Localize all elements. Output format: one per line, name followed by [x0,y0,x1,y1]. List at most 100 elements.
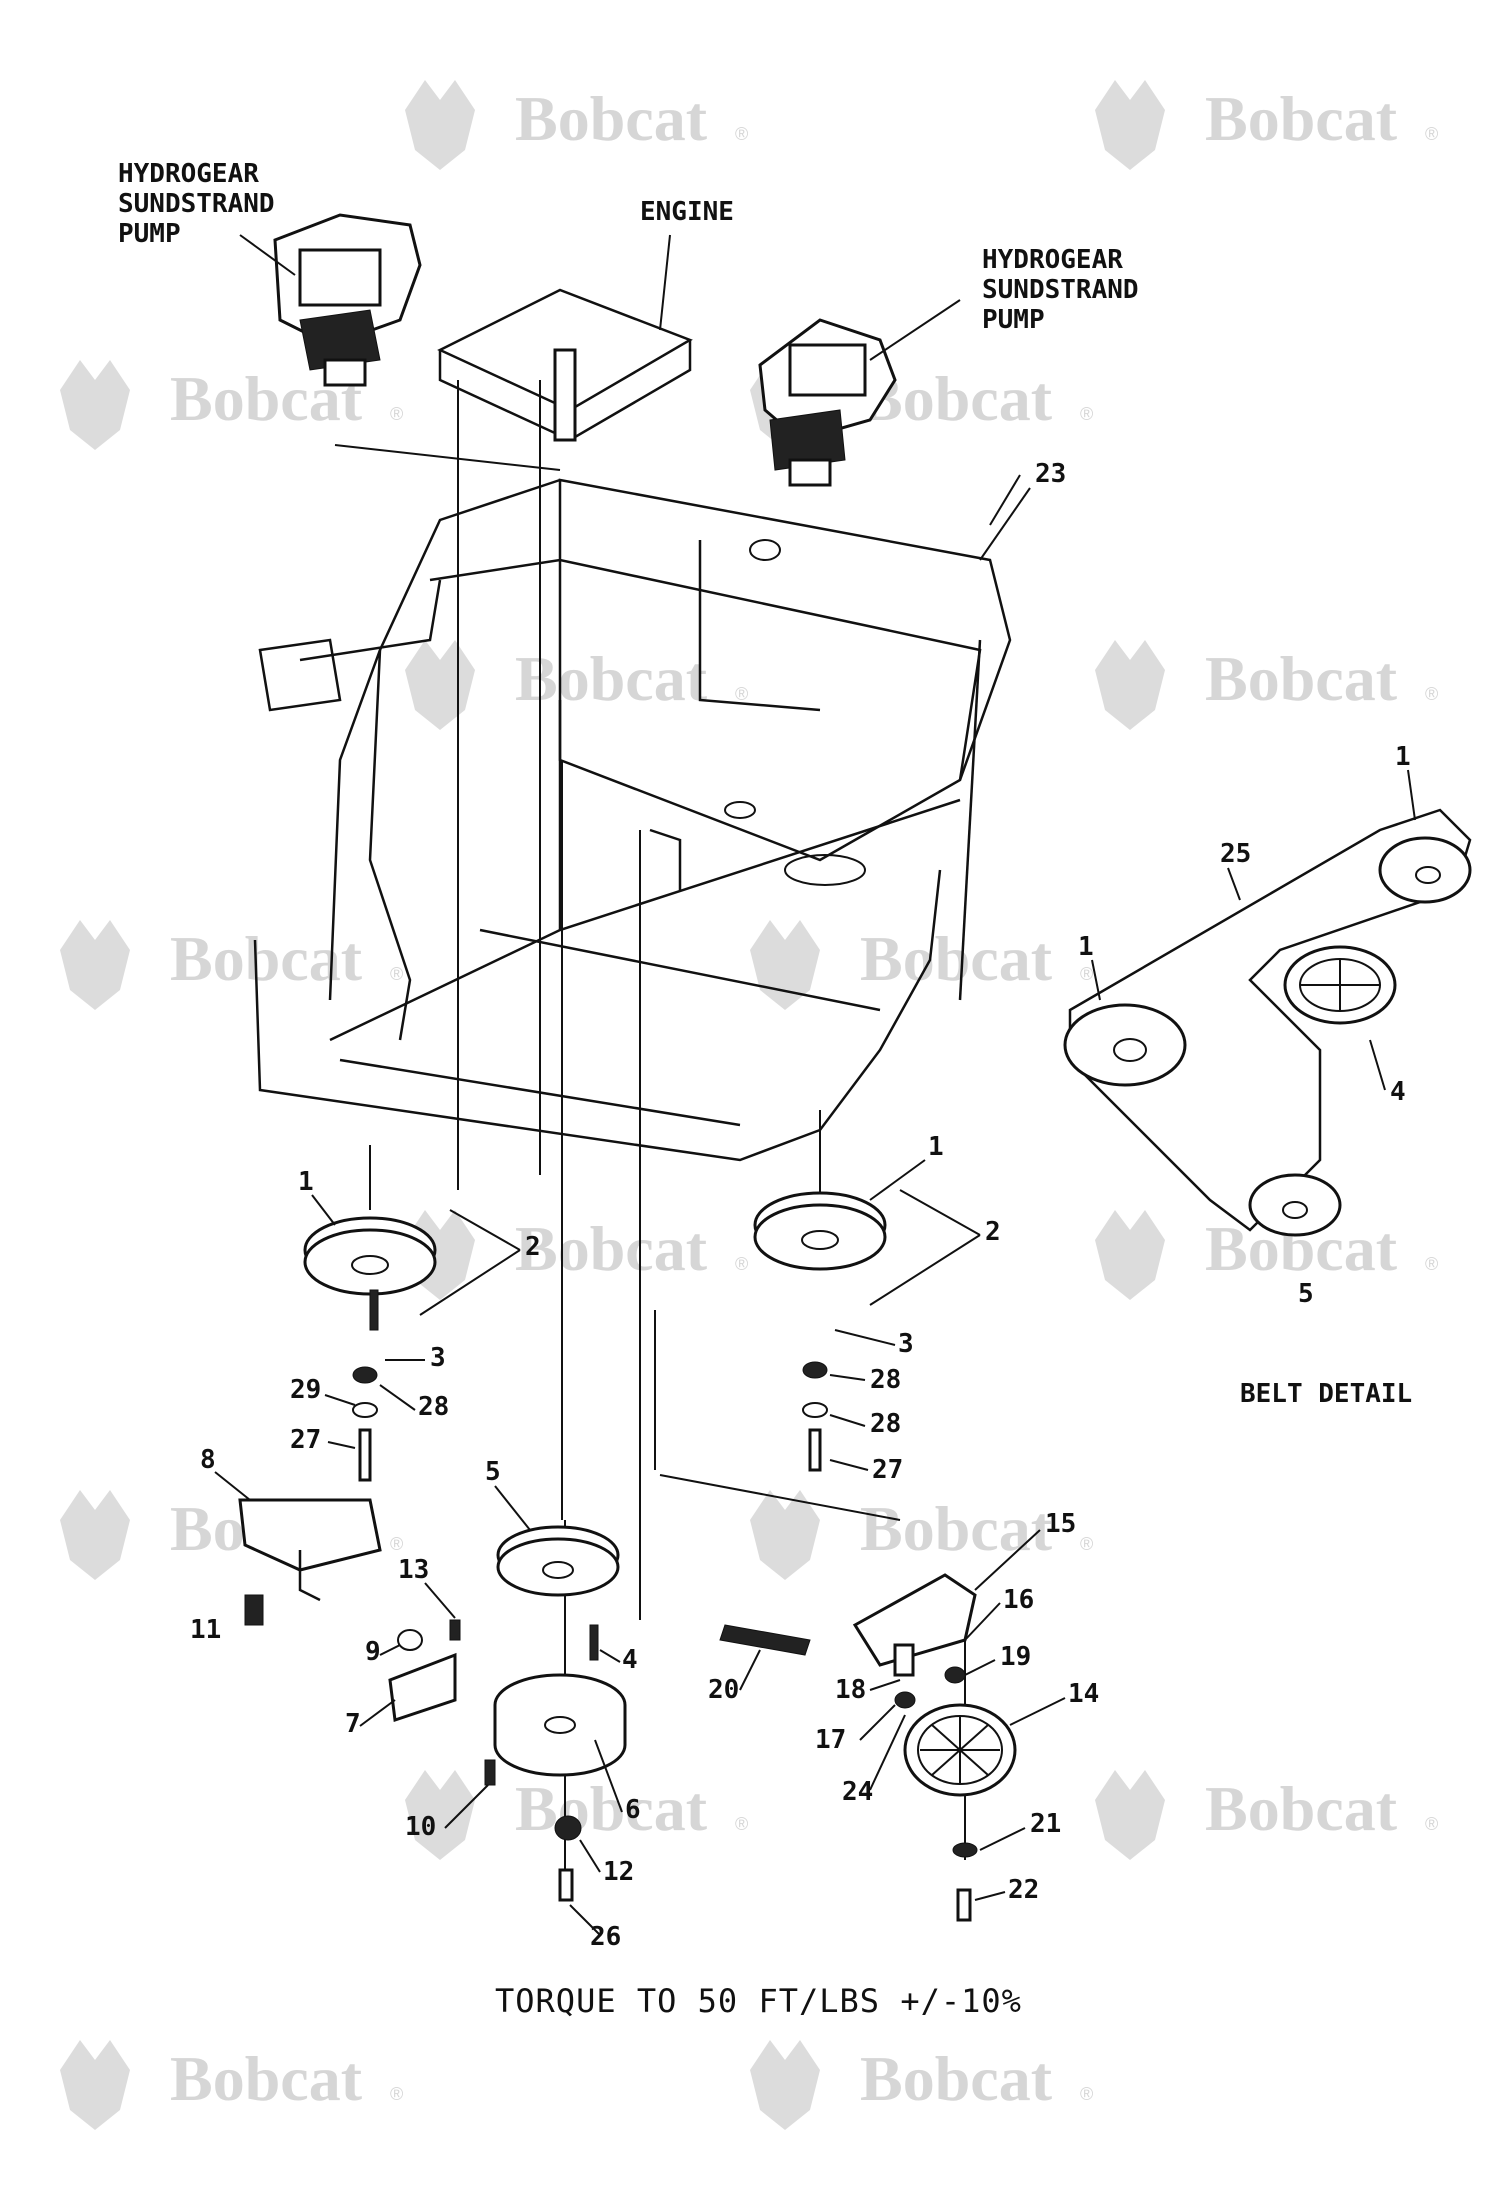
bobcat-logo-icon [1095,640,1165,730]
callout-1: 1 [1078,932,1094,962]
watermark: Bobcat ® [750,920,1093,1010]
watermark-reg: ® [1425,684,1438,704]
watermark-text: Bobcat [1205,1773,1398,1844]
watermark: Bobcat ® [750,1490,1093,1580]
watermark: Bobcat ® [405,1770,748,1860]
watermark-text: Bobcat [1205,83,1398,154]
bobcat-logo-icon [750,1490,820,1580]
watermark: Bobcat ® [1095,640,1438,730]
pump-left-label-line2: SUNDSTRAND [118,189,275,219]
watermark-reg: ® [1425,1254,1438,1274]
callout-5: 5 [485,1457,501,1487]
watermark-reg: ® [390,964,403,984]
torque-note: TORQUE TO 50 FT/LBS +/-10% [495,1982,1022,2020]
hardware-right [802,1361,828,1472]
bobcat-logo-icon [750,2040,820,2130]
bobcat-logo-icon [1095,1770,1165,1860]
callout-28: 28 [418,1392,449,1422]
main-frame [253,380,1021,1190]
callout-1: 1 [298,1167,314,1197]
callout-26: 26 [590,1922,621,1952]
engine-label: ENGINE [640,197,734,227]
callout-21: 21 [1030,1809,1061,1839]
callout-20: 20 [708,1675,739,1705]
watermark: Bobcat ® [750,2040,1093,2130]
callout-11: 11 [190,1615,221,1645]
watermark-reg: ® [735,124,748,144]
callout-10: 10 [405,1812,436,1842]
callout-2: 2 [525,1232,541,1262]
engine-mount [437,234,693,442]
bobcat-logo-icon [1095,80,1165,170]
bobcat-logo-icon [60,920,130,1010]
pump-left-label-line1: HYDROGEAR [118,159,259,189]
callout-25: 25 [1220,839,1251,869]
watermark-reg: ® [1080,1534,1093,1554]
bobcat-logo-icon [60,2040,130,2130]
guide-line [659,1474,901,1521]
watermark: Bobcat ® [60,920,403,1010]
watermark-text: Bobcat [860,1493,1053,1564]
callout-1: 1 [1395,742,1411,772]
callout-15: 15 [1045,1509,1076,1539]
watermark-reg: ® [390,1534,403,1554]
callout-2: 2 [985,1217,1001,1247]
hardware-bottom [554,1815,978,1922]
pulley-left [303,1216,437,1331]
watermark: Bobcat ® [405,80,748,170]
watermark-layer: Bobcat ® Bobcat ® Bobcat ® Bobcat ® Bobc… [60,80,1438,2130]
pump-right-label-line3: PUMP [982,305,1045,335]
watermark: Bobcat ® [405,1210,748,1300]
watermark-text: Bobcat [515,1213,708,1284]
watermark-reg: ® [1080,404,1093,424]
callout-23: 23 [1035,459,1066,489]
watermark-reg: ® [1080,2084,1093,2104]
watermark-text: Bobcat [515,83,708,154]
hydrogear-pump-left [239,213,422,387]
watermark-text: Bobcat [170,2043,363,2114]
callout-29: 29 [290,1375,321,1405]
belt-detail [1063,808,1472,1237]
callout-18: 18 [835,1675,866,1705]
watermark-reg: ® [1425,124,1438,144]
bobcat-logo-icon [405,80,475,170]
hardware-left [352,1366,378,1482]
callout-28: 28 [870,1409,901,1439]
callout-27: 27 [872,1455,903,1485]
spring-20 [719,1624,811,1656]
watermark-text: Bobcat [860,2043,1053,2114]
watermark-reg: ® [1425,1814,1438,1834]
bobcat-logo-icon [405,1770,475,1860]
watermark-text: Bobcat [1205,643,1398,714]
watermark: Bobcat ® [1095,1770,1438,1860]
watermark: Bobcat ® [60,2040,403,2130]
pulley-right [753,1191,887,1271]
callout-14: 14 [1068,1679,1099,1709]
pulley-6 [493,1673,627,1777]
callout-9: 9 [365,1637,381,1667]
watermark-reg: ® [735,1254,748,1274]
watermark-reg: ® [735,1814,748,1834]
pulley-14 [903,1703,1017,1797]
callout-16: 16 [1003,1585,1034,1615]
bobcat-logo-icon [60,360,130,450]
pump-right-label-line1: HYDROGEAR [982,245,1123,275]
watermark-reg: ® [1080,964,1093,984]
callout-19: 19 [1000,1642,1031,1672]
callout-6: 6 [625,1795,641,1825]
callout-8: 8 [200,1445,216,1475]
watermark-text: Bobcat [515,643,708,714]
callout-7: 7 [345,1709,361,1739]
watermark-reg: ® [390,404,403,424]
callout-24: 24 [842,1777,873,1807]
idler-arm-7 [388,1619,496,1786]
callout-numbers: 23 25 1 1 4 5 1 1 2 2 3 3 29 28 27 28 28… [190,459,1411,1952]
watermark: Bobcat ® [405,640,748,730]
leader-lines [214,487,1416,1936]
callout-3: 3 [430,1343,446,1373]
watermark: Bobcat ® [1095,80,1438,170]
bobcat-logo-icon [1095,1210,1165,1300]
callout-5: 5 [1298,1279,1314,1309]
watermark-reg: ® [735,684,748,704]
watermark-text: Bobcat [860,923,1053,994]
